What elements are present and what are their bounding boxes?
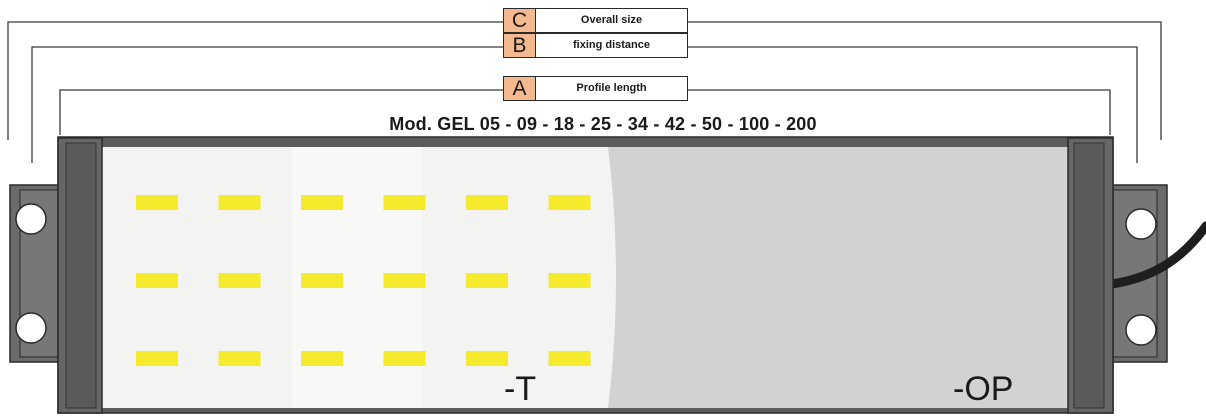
led-module xyxy=(548,351,591,366)
fixing-hole xyxy=(1125,208,1157,240)
led-module xyxy=(136,195,178,210)
fixing-hole xyxy=(1125,314,1157,346)
led-module xyxy=(136,273,178,288)
dimension-line-a xyxy=(59,89,503,135)
fixing-hole xyxy=(15,312,47,344)
opal-panel xyxy=(608,147,1068,408)
led-module xyxy=(301,273,343,288)
legend-label: Overall size xyxy=(536,8,688,33)
led-module xyxy=(548,195,591,210)
led-module xyxy=(383,351,426,366)
led-module xyxy=(218,195,261,210)
legend-letter: B xyxy=(503,33,536,58)
led-module xyxy=(466,273,508,288)
model-title: Mod. GEL 05 - 09 - 18 - 25 - 34 - 42 - 5… xyxy=(389,114,817,134)
dimension-line-b xyxy=(688,46,1138,163)
legend-label: fixing distance xyxy=(536,33,688,58)
legend-row-a: A Profile length xyxy=(503,76,688,101)
legend-row-c: C Overall size xyxy=(503,8,688,33)
left-end-cap xyxy=(57,137,103,414)
led-module xyxy=(383,195,426,210)
legend-label: Profile length xyxy=(536,76,688,101)
led-module xyxy=(466,195,508,210)
dimension-line-c xyxy=(688,21,1162,140)
legend-letter: A xyxy=(503,76,536,101)
legend-row-b: B fixing distance xyxy=(503,33,688,58)
dimension-line-a xyxy=(688,89,1111,135)
dimension-line-b xyxy=(31,46,503,163)
right-end-cap xyxy=(1067,137,1114,414)
led-module xyxy=(548,273,591,288)
variant-label-t: -T xyxy=(504,370,537,408)
led-module xyxy=(301,195,343,210)
led-module xyxy=(136,351,178,366)
led-module xyxy=(466,351,508,366)
led-module xyxy=(301,351,343,366)
led-module xyxy=(383,273,426,288)
power-cable xyxy=(1107,221,1206,289)
dimension-line-c xyxy=(7,21,503,140)
led-grid xyxy=(136,195,591,366)
legend-letter: C xyxy=(503,8,536,33)
variant-label-op: -OP xyxy=(953,370,1014,408)
fixing-hole xyxy=(15,203,47,235)
led-module xyxy=(218,351,261,366)
left-fixing-bracket xyxy=(9,184,66,363)
led-module xyxy=(218,273,261,288)
